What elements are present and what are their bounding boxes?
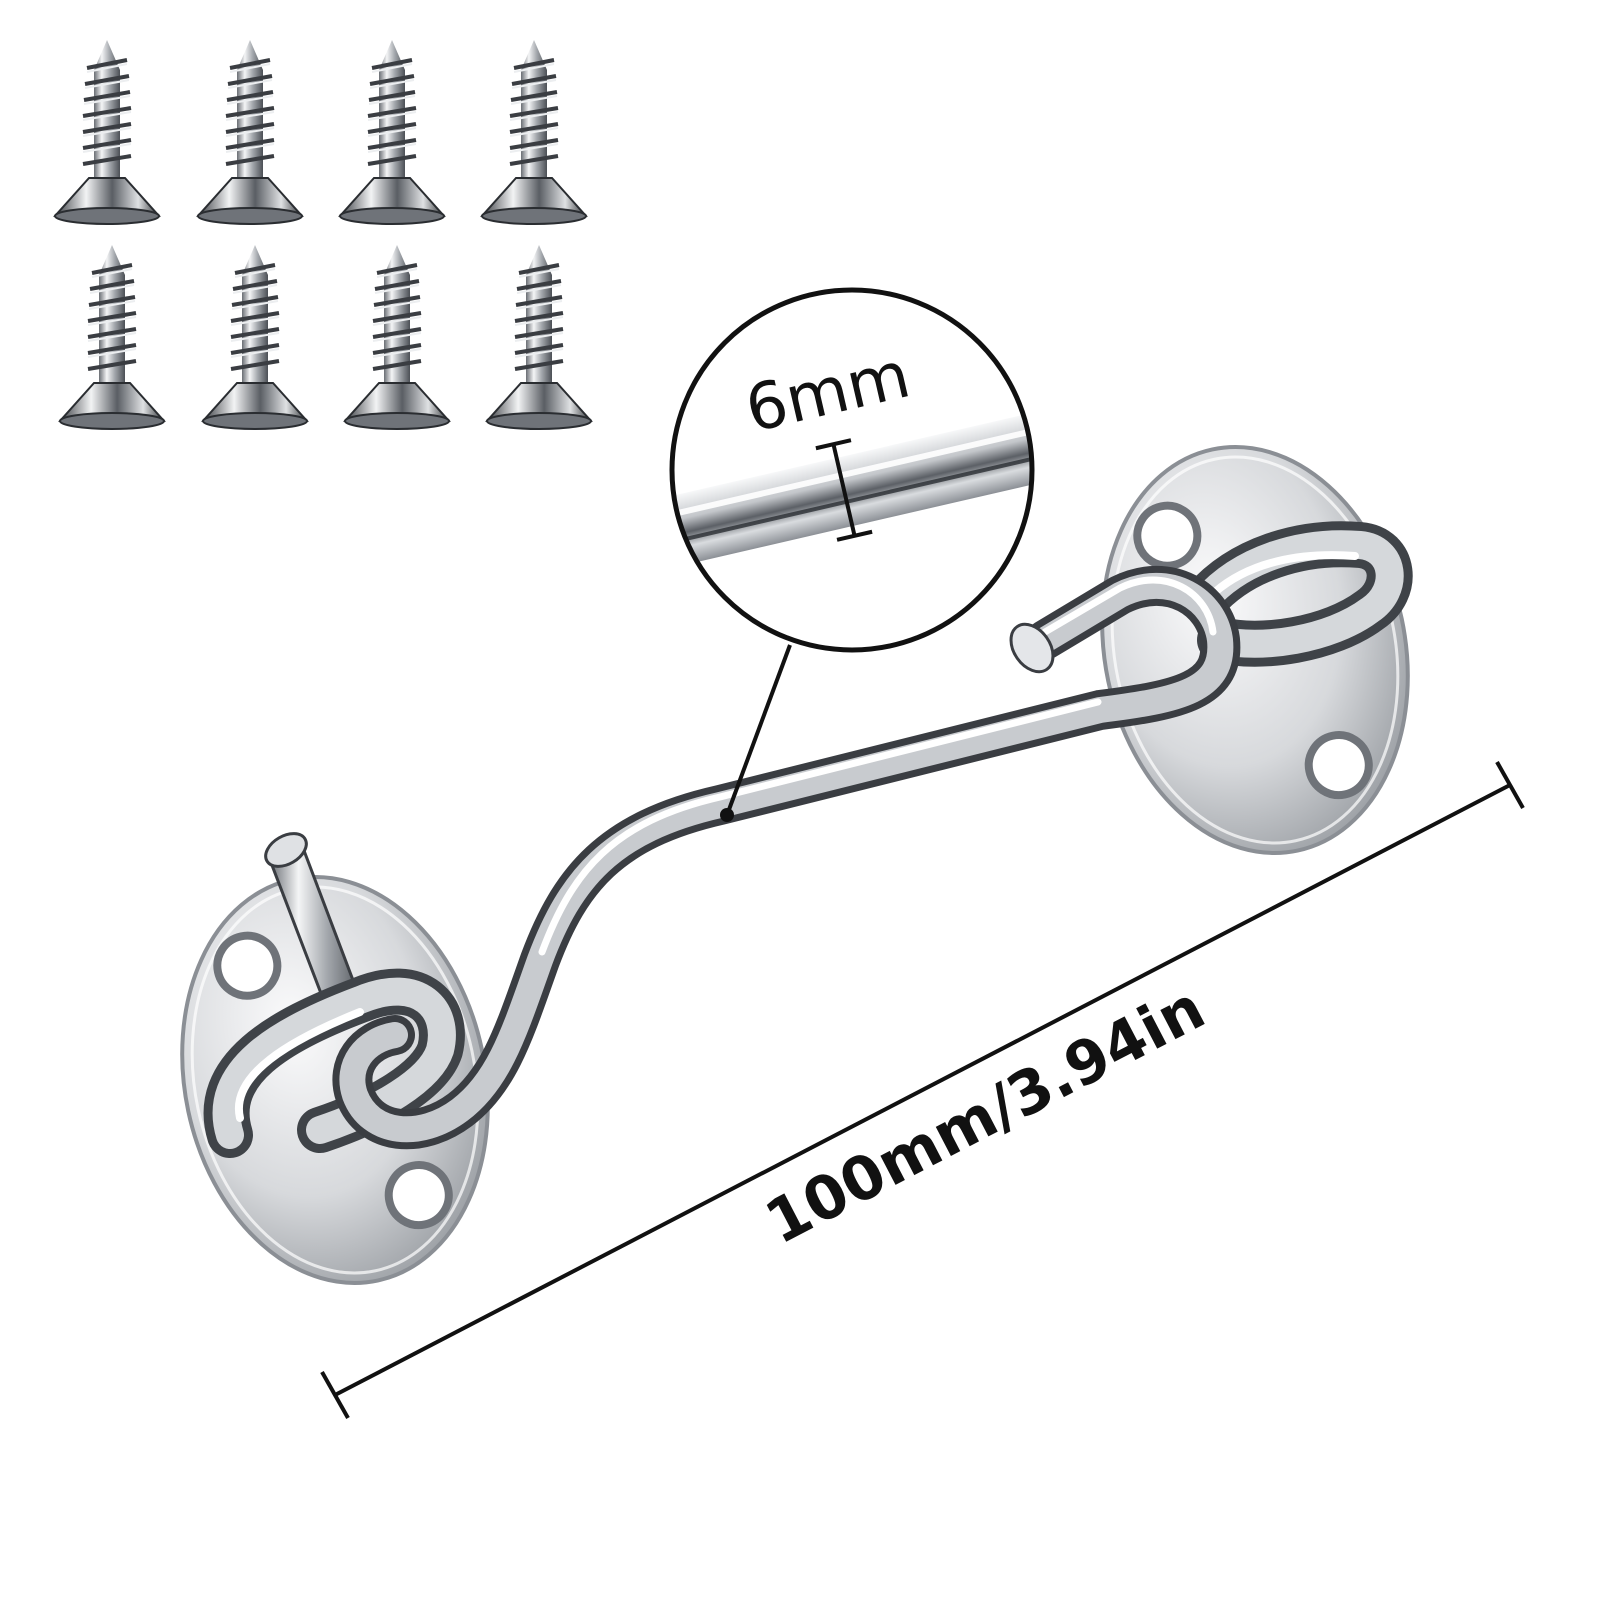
screw-icon [58,243,166,431]
length-label: 100mm/3.94in [755,973,1216,1258]
cabin-hook-icon [332,565,1241,1150]
screw-icon [480,38,588,226]
left-eye-post [203,832,465,1158]
screw-icon [485,243,593,431]
right-eye-post [1182,521,1413,667]
screw-icon [338,38,446,226]
screw-icon [201,243,309,431]
screw-icon [196,38,304,226]
screw-icon [53,38,161,226]
screw-icon [343,243,451,431]
screw-set [53,38,593,431]
diameter-callout: 6mm [669,287,1035,822]
